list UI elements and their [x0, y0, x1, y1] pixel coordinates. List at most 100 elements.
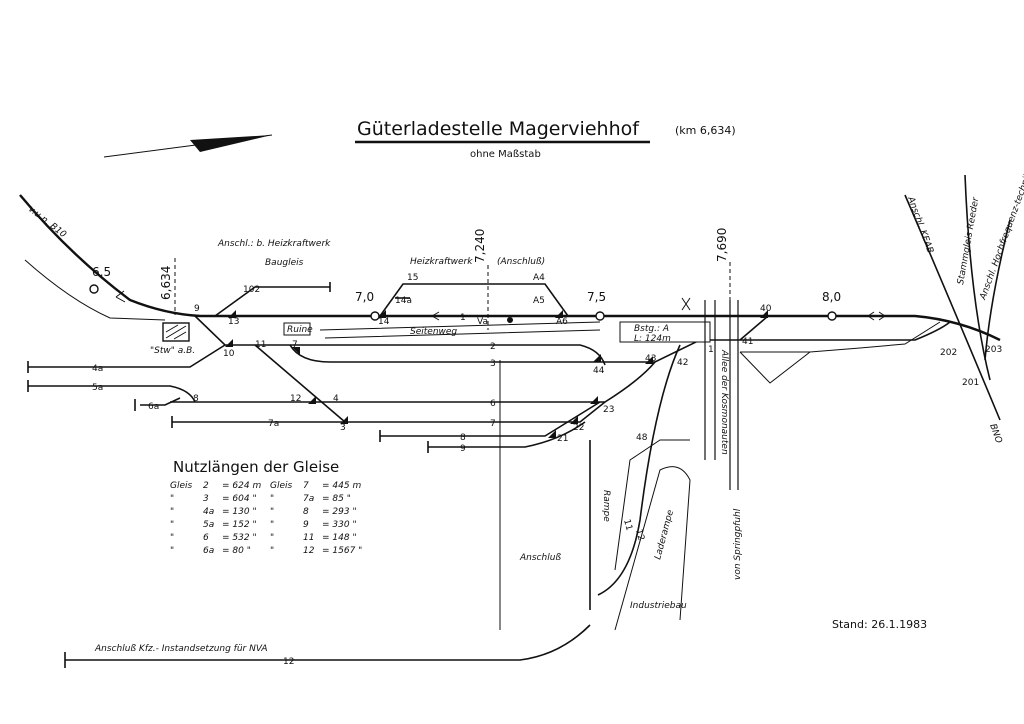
switch-3: 3 [340, 423, 346, 433]
lengths-cell-a-lbl: " [170, 520, 174, 530]
track-12 [65, 624, 591, 661]
switch-42: 42 [677, 358, 688, 368]
page-title: Güterladestelle Magerviehhof [357, 118, 640, 140]
switch-a6: A6 [556, 317, 568, 327]
switch-14: 14 [378, 317, 390, 327]
north-arrow-icon [103, 134, 273, 158]
track-num-4a: 4a [92, 364, 103, 374]
crossing-mark-icon [681, 297, 691, 311]
switch-13: 13 [228, 317, 239, 327]
lengths-cell-b-no: 9 [303, 520, 309, 530]
lengths-cell-b-no: 7 [303, 481, 309, 491]
track-num-12: 12 [283, 657, 294, 667]
lengths-cell-b-lbl: " [270, 494, 274, 504]
km-label-80: 8,0 [822, 290, 841, 304]
subtitle: ohne Maßstab [470, 149, 541, 160]
switch-markers [225, 310, 768, 438]
lengths-cell-b-lbl: " [270, 520, 274, 530]
label-laderampe: Laderampe [653, 508, 676, 560]
lengths-cell-b-no: 12 [303, 546, 315, 556]
seitenweg-road [319, 321, 601, 339]
track-11-12-curve [597, 344, 681, 596]
track-6a [140, 397, 181, 406]
switch-203: 203 [985, 345, 1002, 355]
label-bstg: Bstg.: A [634, 324, 669, 334]
switch-11: 11 [255, 340, 266, 350]
lengths-heading: Nutzlängen der Gleise [173, 458, 339, 476]
km-label-6634: 6,634 [159, 266, 173, 300]
lengths-cell-a-lbl: " [170, 494, 174, 504]
switch-201: 201 [962, 378, 979, 388]
track-8 [380, 401, 601, 437]
lengths-cell-a-no: 4a [203, 507, 214, 517]
km-label-70: 7,0 [355, 290, 374, 304]
switch-7: 7 [292, 340, 298, 350]
track-num-3: 3 [490, 359, 496, 369]
km-label-7690: 7,690 [715, 228, 729, 262]
lengths-cell-a-no: 5a [203, 520, 214, 530]
switch-4: 4 [333, 394, 339, 404]
track-heizkraftwerk [379, 283, 569, 317]
label-heizkraftwerk: Heizkraftwerk [410, 257, 473, 267]
direction-b10: v.u.n. B10 [26, 204, 68, 240]
lengths-cell-b-len: = 85 " [322, 494, 351, 504]
lengths-cell-a-lbl: " [170, 546, 174, 556]
stellwerk-hatch [165, 324, 187, 340]
switch-48: 48 [636, 433, 648, 443]
label-baugleis: Baugleis [265, 258, 304, 268]
diag-switch-3 [254, 344, 346, 423]
km-label-7240: 7,240 [473, 229, 487, 263]
lengths-cell-b-no: 11 [303, 533, 314, 543]
km-label-65: 6,5 [92, 265, 111, 279]
track-num-7a: 7a [268, 419, 279, 429]
km-marker-70 [370, 311, 380, 321]
lengths-cell-b-lbl: " [270, 533, 274, 543]
siding-fork [739, 351, 811, 384]
track-5a [28, 385, 196, 403]
label-kfz: Anschluß Kfz.- Instandsetzung für NVA [94, 644, 268, 654]
lengths-cell-a-no: 6a [203, 546, 214, 556]
label-bstg-length: L: 124m [634, 334, 671, 344]
lengths-cell-b-len: = 1567 " [322, 546, 362, 556]
track-num-5a: 5a [92, 383, 103, 393]
laderampe-outline [614, 466, 691, 631]
signal-arrow-icon [431, 311, 440, 321]
lengths-cell-a-len: = 604 " [222, 494, 257, 504]
track-6 [170, 361, 656, 403]
label-bno: BNO [987, 423, 1003, 445]
label-industriebau: Industriebau [630, 601, 687, 611]
label-stammgleis: Stammgleis Reeder [956, 195, 981, 285]
label-anschluss: Anschluß [519, 553, 561, 563]
track-num-7: 7 [490, 419, 496, 429]
switch-202: 202 [940, 348, 957, 358]
switch-a4: A4 [533, 273, 545, 283]
switch-22: 22 [573, 423, 584, 433]
switch-10: 10 [223, 349, 235, 359]
title-km: (km 6,634) [675, 124, 736, 137]
km-label-75: 7,5 [587, 290, 606, 304]
lengths-cell-a-lbl: " [170, 507, 174, 517]
lengths-cell-b-lbl: Gleis [270, 481, 293, 491]
switch-a5: A5 [533, 296, 545, 306]
track-num-1: 1 [460, 313, 466, 323]
track-keab [904, 194, 1001, 421]
switch-9: 9 [194, 304, 200, 314]
lengths-cell-a-no: 2 [203, 481, 209, 491]
track-9 [428, 421, 586, 448]
siding-right [740, 321, 941, 353]
label-hochfrequenz: Anschl. Hochfrequenz-technik [978, 170, 1024, 302]
switch-1: 1 [708, 345, 714, 355]
side-line-left [24, 259, 166, 321]
lengths-cell-a-len: = 624 m [222, 481, 261, 491]
lengths-cell-b-lbl: " [270, 546, 274, 556]
lengths-cell-a-no: 6 [203, 533, 209, 543]
lengths-cell-a-len: = 152 " [222, 520, 257, 530]
track-num-8: 8 [460, 433, 466, 443]
va-signal-icon [507, 317, 513, 323]
track-4a [28, 344, 226, 368]
double-arrow-icon [867, 311, 886, 321]
label-anschl-keab: Anschl. KEAB [905, 195, 935, 255]
switch-15: 15 [407, 273, 418, 283]
label-rampe: Rampe [601, 490, 611, 522]
